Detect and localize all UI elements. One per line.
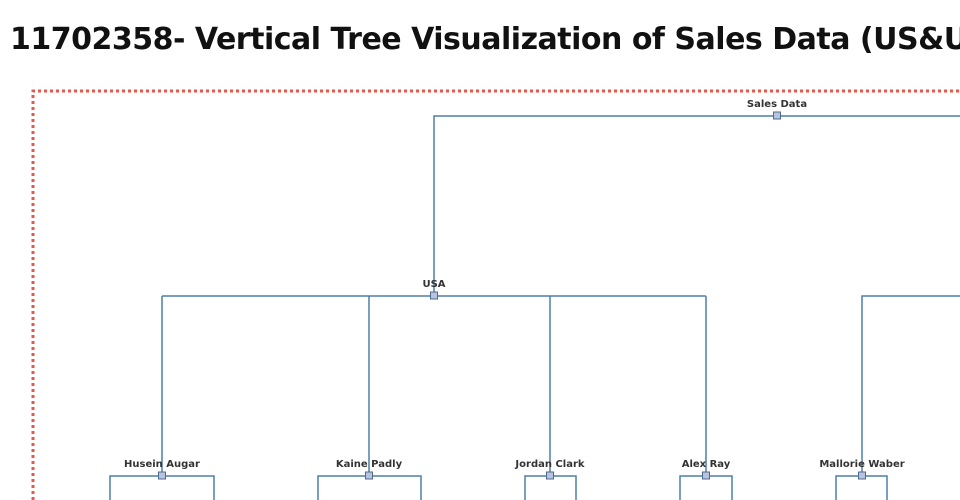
tree-nodes bbox=[158, 111, 866, 480]
page-title: 11702358- Vertical Tree Visualization of… bbox=[10, 22, 960, 57]
tree-node-kaine-padly[interactable] bbox=[365, 471, 373, 480]
node-label-usa: USA bbox=[422, 279, 445, 290]
node-label-jordan-clark: Jordan Clark bbox=[514, 459, 584, 470]
tree-node-sales-data[interactable] bbox=[773, 111, 781, 120]
tree-links bbox=[109, 115, 960, 500]
tree-node-usa[interactable] bbox=[430, 291, 438, 300]
link-husein-augar-children bbox=[109, 475, 215, 500]
link-jordan-clark-children bbox=[524, 475, 577, 500]
tree-node-jordan-clark[interactable] bbox=[546, 471, 554, 480]
link-kaine-padly-children bbox=[317, 475, 422, 500]
tree-node-mallorie-waber[interactable] bbox=[858, 471, 866, 480]
tree-node-husein-augar[interactable] bbox=[158, 471, 166, 480]
link-root-to-usa bbox=[433, 115, 777, 296]
node-label-husein-augar: Husein Augar bbox=[124, 459, 200, 470]
node-label-alex-ray: Alex Ray bbox=[682, 459, 731, 470]
node-label-mallorie-waber: Mallorie Waber bbox=[819, 459, 904, 470]
link-mallorie-waber-children bbox=[835, 475, 888, 500]
tree-labels: Sales Data USA Husein Augar Kaine Padly … bbox=[124, 99, 905, 470]
diagram-frame bbox=[31, 89, 960, 500]
link-alex-ray-children bbox=[679, 475, 733, 500]
node-label-sales-data: Sales Data bbox=[747, 99, 807, 110]
link-uk-to-mallorie-waber bbox=[861, 295, 960, 476]
node-label-kaine-padly: Kaine Padly bbox=[336, 459, 403, 470]
tree-node-alex-ray[interactable] bbox=[702, 471, 710, 480]
